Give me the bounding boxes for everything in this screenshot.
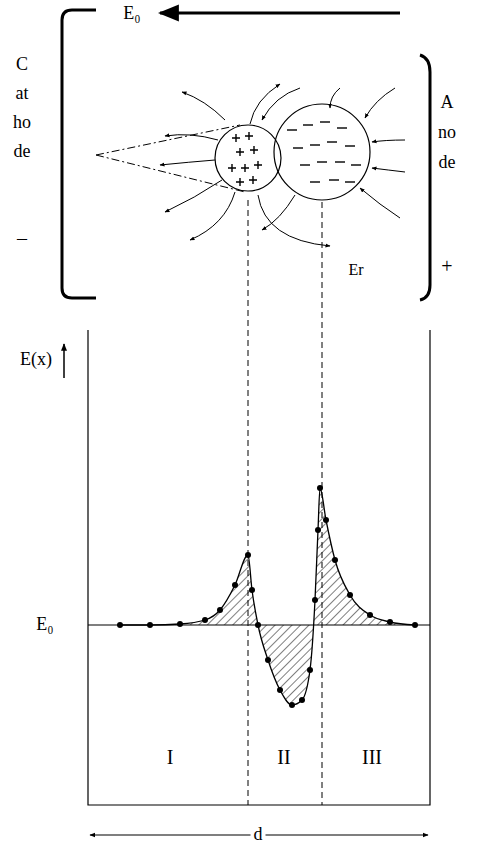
- dimension-label: d: [251, 825, 266, 845]
- data-point: [265, 657, 271, 663]
- field-lines: [160, 84, 405, 246]
- minus-charge: [329, 179, 339, 180]
- boundary-line: [248, 200, 249, 805]
- plus-charge: [228, 164, 236, 172]
- plus-charge: [250, 146, 258, 154]
- data-point: [312, 597, 318, 603]
- polarity-sign: –: [17, 227, 27, 249]
- minus-charge: [327, 141, 337, 142]
- data-point: [249, 587, 255, 593]
- data-point: [307, 667, 313, 673]
- electrode-name: Anode: [438, 87, 456, 177]
- field-curve: [117, 485, 418, 708]
- data-point: [255, 622, 261, 628]
- data-point: [147, 622, 153, 628]
- data-point: [277, 687, 283, 693]
- hatched-area: [120, 488, 415, 705]
- data-point: [177, 621, 183, 627]
- axis-arrow: [63, 344, 65, 378]
- minus-charge: [303, 124, 313, 125]
- data-point: [387, 619, 393, 625]
- region-label: III: [362, 746, 382, 768]
- minus-charge: [300, 164, 310, 165]
- field-arrow: [160, 12, 400, 15]
- cathode-bracket: [62, 10, 96, 298]
- polarity-sign: +: [441, 255, 452, 277]
- graph-frame: [88, 330, 430, 805]
- plus-charge: [245, 132, 253, 140]
- plus-charge: [241, 164, 249, 172]
- positive-cloud: [215, 125, 281, 191]
- negative-cloud: [274, 104, 370, 200]
- data-point: [412, 622, 418, 628]
- plus-charge: [249, 176, 257, 184]
- minus-charge: [345, 181, 355, 182]
- data-point: [217, 607, 223, 613]
- cone-line: [96, 125, 240, 155]
- data-point: [117, 622, 123, 628]
- data-point: [323, 517, 329, 523]
- data-point: [367, 612, 373, 618]
- data-point: [232, 582, 238, 588]
- minus-charge: [320, 121, 330, 122]
- curve-line: [120, 488, 415, 705]
- data-point: [317, 485, 323, 491]
- data-point: [202, 617, 208, 623]
- minus-charge: [335, 161, 345, 162]
- minus-charge: [293, 147, 303, 148]
- plus-charge: [232, 134, 240, 142]
- data-point: [315, 527, 321, 533]
- plus-charge: [254, 161, 262, 169]
- plus-charge: [236, 178, 244, 186]
- data-point: [299, 697, 305, 703]
- region-label: II: [277, 746, 290, 768]
- field-label: Er: [348, 261, 363, 279]
- cone-line: [96, 155, 245, 192]
- anode-bracket: [420, 55, 430, 300]
- axis-label: E₀: [36, 615, 53, 635]
- minus-charge: [310, 181, 320, 182]
- field-label: E₀: [123, 4, 140, 24]
- charges: [228, 122, 361, 186]
- minus-charge: [345, 145, 355, 146]
- minus-charge: [351, 164, 361, 165]
- axis-label: E(x): [20, 350, 52, 370]
- electrode-name: Cathode: [13, 50, 31, 166]
- data-point: [347, 592, 353, 598]
- region-label: I: [167, 746, 174, 768]
- minus-charge: [310, 144, 320, 145]
- minus-charge: [317, 161, 327, 162]
- plus-charge: [236, 148, 244, 156]
- data-point: [245, 552, 251, 558]
- minus-charge: [287, 129, 297, 130]
- data-point: [289, 702, 295, 708]
- minus-charge: [337, 127, 347, 128]
- data-point: [332, 557, 338, 563]
